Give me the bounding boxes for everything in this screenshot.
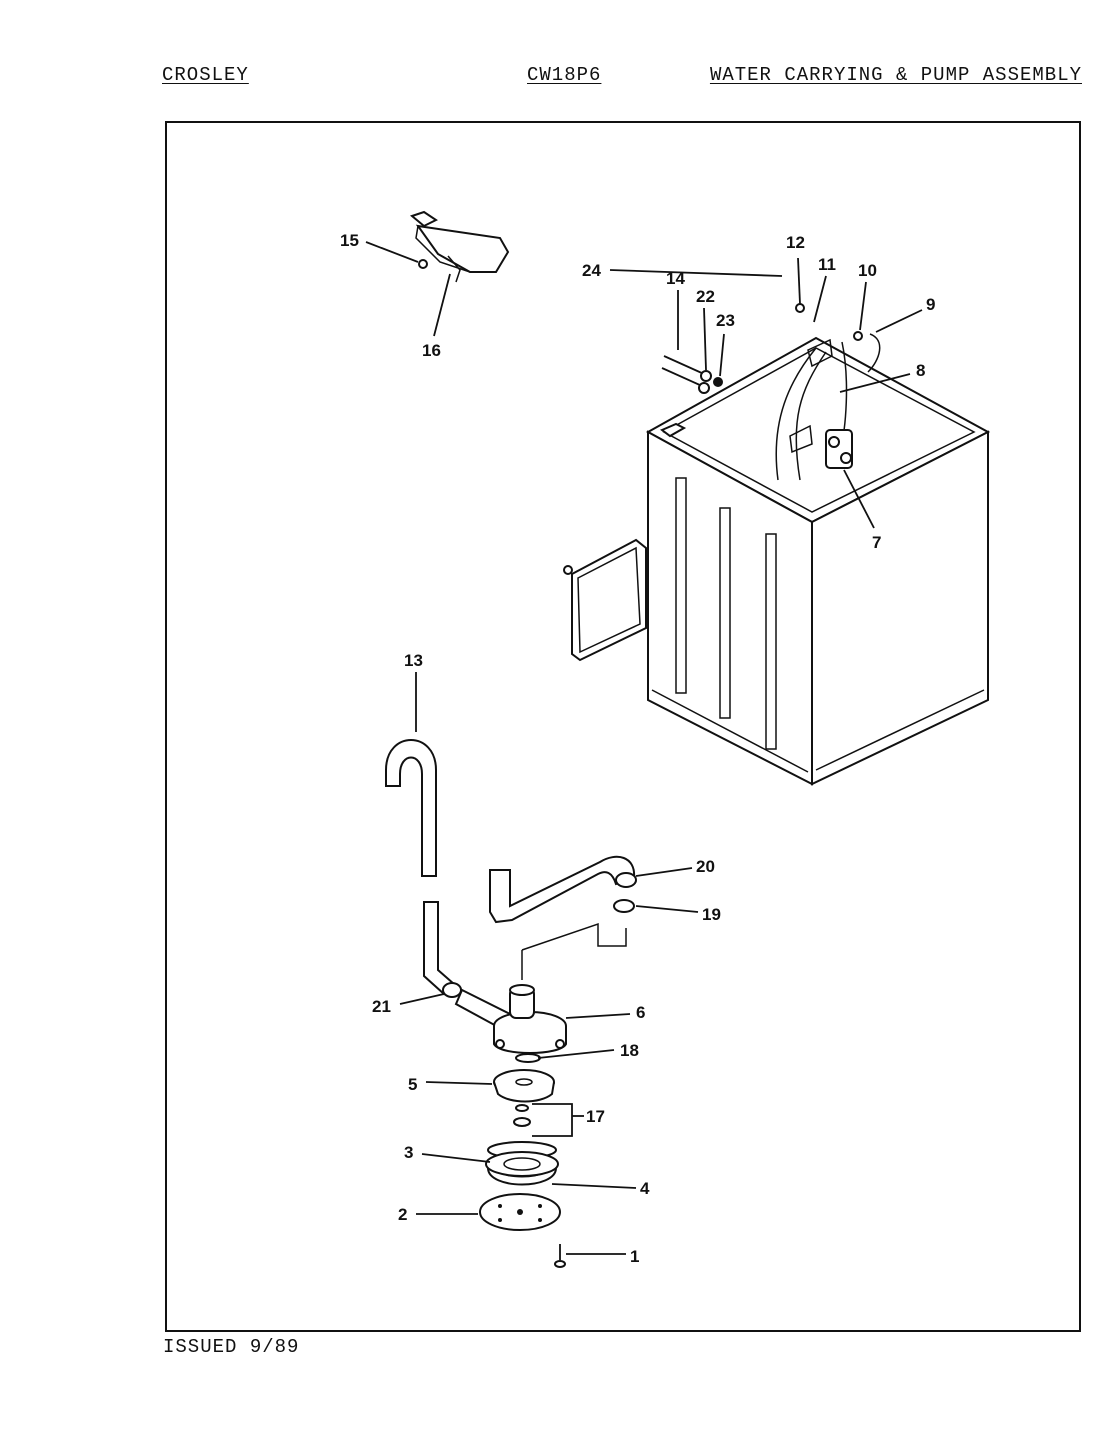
ring-part-b (513, 1117, 531, 1127)
ring-part-a (515, 1104, 529, 1112)
leader-lines (365, 241, 923, 1255)
clamp-part (613, 899, 635, 913)
grommet-part (853, 331, 863, 341)
callout-3: 3 (404, 1143, 413, 1162)
callout-2: 2 (398, 1205, 407, 1224)
callout-11: 11 (818, 255, 836, 274)
callout-18: 18 (620, 1041, 639, 1060)
access-panel (563, 538, 647, 662)
callout-22: 22 (696, 287, 715, 306)
header-brand: CROSLEY (162, 64, 249, 86)
callout-16: 16 (422, 341, 441, 360)
callout-13: 13 (404, 651, 423, 670)
callout-9: 9 (926, 295, 935, 314)
callout-10: 10 (858, 261, 877, 280)
header-model: CW18P6 (527, 64, 602, 86)
callout-19: 19 (702, 905, 721, 924)
callout-21: 21 (372, 997, 391, 1016)
pump-assembly (454, 984, 567, 1054)
drain-hose (385, 739, 456, 996)
callout-5: 5 (408, 1075, 417, 1094)
impeller-part (493, 1069, 555, 1103)
base-plate (479, 1193, 561, 1231)
connector-guide (521, 922, 627, 951)
diagram-frame (165, 121, 1081, 1332)
callout-24: 24 (582, 261, 601, 280)
screw-set (661, 355, 723, 394)
issued-date: ISSUED 9/89 (163, 1336, 300, 1358)
callout-7: 7 (872, 533, 881, 552)
header-section-title: WATER CARRYING & PUMP ASSEMBLY (709, 64, 1082, 86)
callout-15: 15 (340, 231, 359, 250)
callout-14: 14 (666, 269, 685, 288)
callout-1: 1 (630, 1247, 639, 1266)
callout-17: 17 (586, 1107, 605, 1126)
washer-cabinet (645, 336, 991, 786)
callout-23: 23 (716, 311, 735, 330)
clamp-part-small (442, 982, 462, 998)
clip-part (795, 303, 805, 313)
bracket-part (409, 210, 510, 283)
hose-part (867, 333, 881, 373)
callout-12: 12 (786, 233, 805, 252)
callout-8: 8 (916, 361, 925, 380)
callout-4: 4 (640, 1179, 650, 1198)
pump-housing (485, 1141, 559, 1186)
pump-hose (489, 855, 637, 924)
seal-part (515, 1053, 541, 1063)
callout-6: 6 (636, 1003, 645, 1022)
callout-20: 20 (696, 857, 715, 876)
screw-part (554, 1244, 566, 1268)
